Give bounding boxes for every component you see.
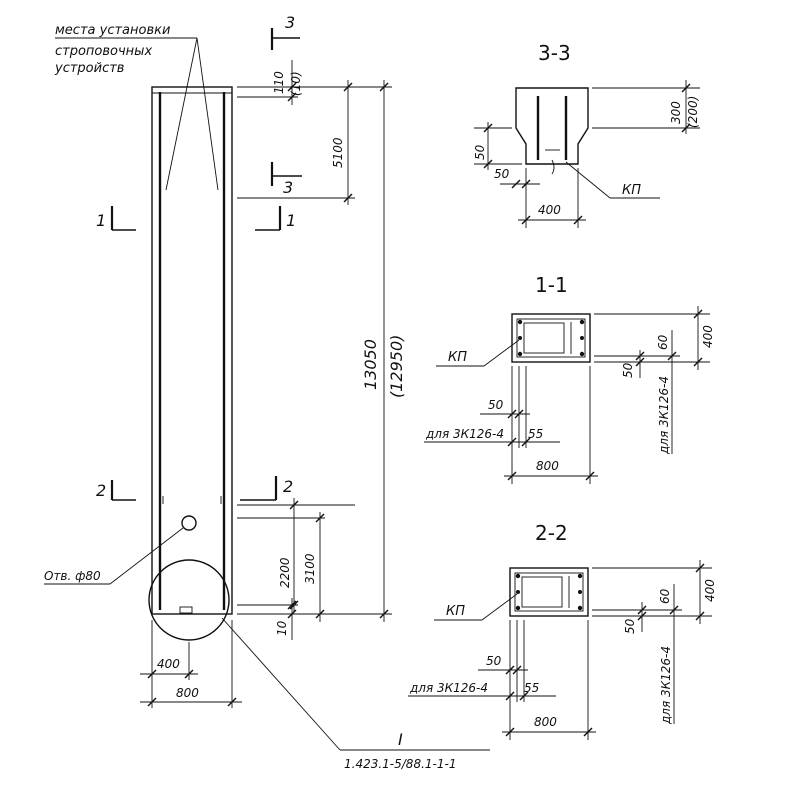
elevation-horizontal-dims: 400 800 bbox=[140, 620, 242, 708]
section-title: 1-1 bbox=[535, 273, 568, 297]
svg-text:(10): (10) bbox=[289, 71, 303, 96]
svg-text:для 3К126-4: для 3К126-4 bbox=[425, 427, 504, 441]
svg-text:50: 50 bbox=[473, 144, 487, 160]
section-title: 3-3 bbox=[538, 41, 571, 65]
section-2-2: 2-2 КП 400 60 50 для 3К126-4 bbox=[408, 521, 717, 740]
svg-text:1: 1 bbox=[96, 211, 106, 230]
svg-text:400: 400 bbox=[703, 579, 717, 602]
cut-marker-2: 2 2 bbox=[96, 476, 293, 501]
svg-text:110: 110 bbox=[272, 71, 286, 94]
hole-symbol bbox=[181, 515, 197, 531]
svg-text:55: 55 bbox=[524, 681, 539, 695]
section-outline bbox=[511, 313, 591, 363]
node-reference: I 1.423.1-5/88.1-1-1 bbox=[221, 617, 490, 771]
section-1-1: 1-1 КП 400 60 50 для 3К126-4 bbox=[424, 273, 715, 484]
leader-line bbox=[196, 37, 219, 191]
svg-text:50: 50 bbox=[494, 167, 510, 181]
lifting-note: места установки строповочных устройств bbox=[54, 23, 219, 191]
node-ref-letter: I bbox=[398, 730, 403, 749]
hole-note: Отв. ф80 bbox=[44, 527, 184, 585]
svg-text:2: 2 bbox=[96, 481, 106, 500]
plate-label: КП bbox=[622, 183, 641, 198]
embedded-plate bbox=[179, 606, 193, 614]
plate-label: КП bbox=[448, 350, 467, 365]
elevation-vertical-dims: 110 (10) 5100 13050 (12950) 2200 3100 10 bbox=[237, 60, 406, 640]
section-3-3: 3-3 300 (200) 50 50 400 КП bbox=[473, 41, 700, 228]
hole-note-text: Отв. ф80 bbox=[44, 569, 101, 583]
svg-text:1: 1 bbox=[286, 211, 296, 230]
lifting-note-line1: места установки bbox=[55, 23, 170, 38]
svg-text:(12950): (12950) bbox=[387, 335, 406, 398]
section-title: 2-2 bbox=[535, 521, 568, 545]
svg-text:3: 3 bbox=[283, 178, 293, 197]
svg-text:400: 400 bbox=[701, 325, 715, 348]
svg-text:2200: 2200 bbox=[278, 557, 292, 588]
svg-text:60: 60 bbox=[658, 588, 672, 604]
lifting-note-line3: устройств bbox=[54, 61, 124, 76]
svg-text:400: 400 bbox=[538, 203, 561, 217]
svg-text:13050: 13050 bbox=[361, 339, 380, 390]
node-circle bbox=[148, 559, 230, 641]
svg-text:55: 55 bbox=[528, 427, 543, 441]
cut-marker-1: 1 1 bbox=[96, 206, 296, 231]
svg-text:2: 2 bbox=[283, 477, 293, 496]
svg-text:60: 60 bbox=[656, 334, 670, 350]
svg-text:50: 50 bbox=[621, 362, 635, 378]
svg-text:3: 3 bbox=[285, 13, 295, 32]
svg-text:5100: 5100 bbox=[331, 137, 345, 168]
svg-text:800: 800 bbox=[176, 686, 199, 700]
svg-text:400: 400 bbox=[157, 657, 180, 671]
svg-text:10: 10 bbox=[275, 620, 289, 636]
svg-text:для 3К126-4: для 3К126-4 bbox=[659, 646, 673, 725]
plate-label: КП bbox=[446, 604, 465, 619]
cut-marker-3-top: 3 bbox=[270, 13, 300, 50]
node-ref-code: 1.423.1-5/88.1-1-1 bbox=[344, 757, 456, 771]
column-elevation bbox=[148, 86, 233, 641]
column-outline bbox=[151, 86, 233, 615]
svg-text:50: 50 bbox=[486, 654, 502, 668]
lifting-note-line2: строповочных bbox=[55, 44, 152, 59]
svg-text:3100: 3100 bbox=[303, 553, 317, 584]
leader-line bbox=[165, 37, 198, 191]
cut-marker-3-mid: 3 bbox=[270, 162, 302, 197]
svg-text:800: 800 bbox=[536, 459, 559, 473]
section-outline bbox=[509, 567, 589, 617]
svg-text:для 3К126-4: для 3К126-4 bbox=[409, 681, 488, 695]
svg-text:300: 300 bbox=[669, 101, 683, 124]
svg-text:(200): (200) bbox=[686, 96, 700, 128]
section-outline bbox=[515, 87, 589, 165]
svg-text:50: 50 bbox=[623, 618, 637, 634]
svg-text:800: 800 bbox=[534, 715, 557, 729]
svg-text:для 3К126-4: для 3К126-4 bbox=[657, 376, 671, 455]
svg-text:50: 50 bbox=[488, 398, 504, 412]
